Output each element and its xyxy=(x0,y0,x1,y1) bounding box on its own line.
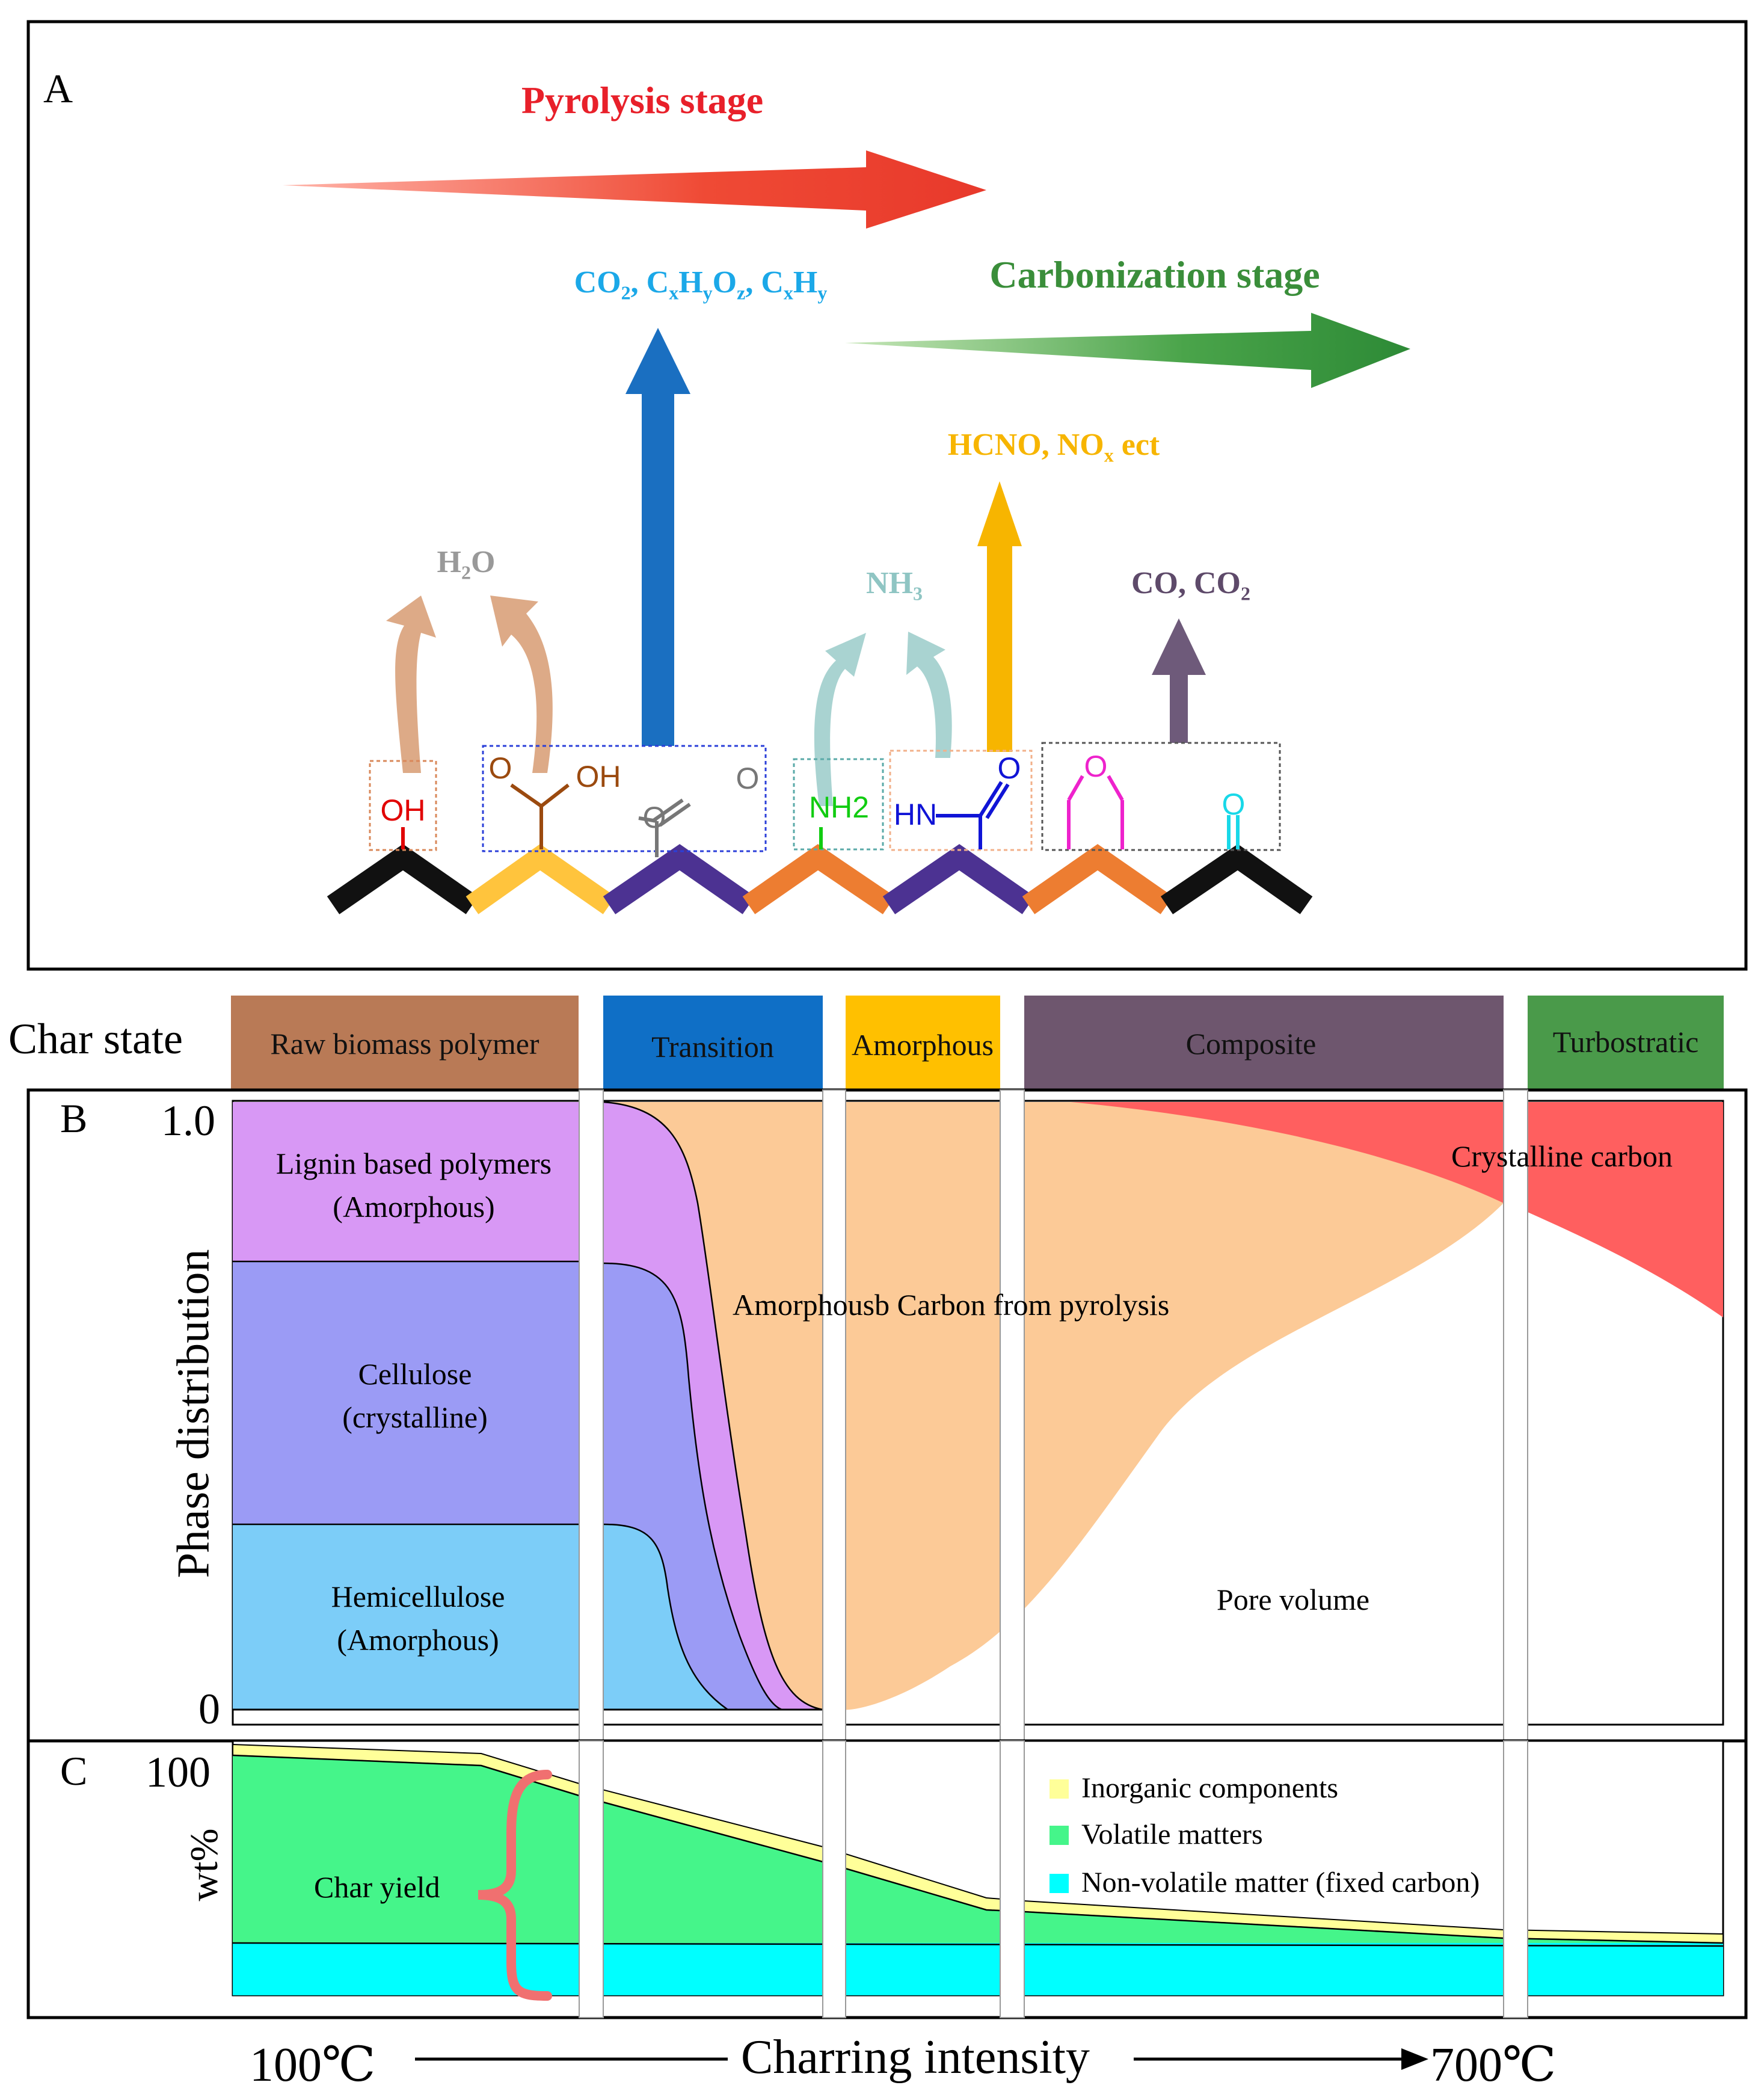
carboxyl-o: O xyxy=(488,751,512,785)
x-axis-start: 100℃ xyxy=(250,2039,376,2092)
legend-fixed-carbon-label: Non-volatile matter (fixed carbon) xyxy=(1081,1867,1480,1898)
crystalline-carbon-label: Crystalline carbon xyxy=(1451,1139,1673,1173)
legend-volatile-label: Volatile matters xyxy=(1081,1818,1263,1850)
crystalline-carbon-region-composite xyxy=(1071,1102,1504,1203)
pore-volume-label: Pore volume xyxy=(1216,1583,1370,1616)
amide-o: O xyxy=(997,751,1021,785)
stage-amorphous: Amorphous xyxy=(851,1028,994,1062)
fixed-carbon-layer xyxy=(233,1943,1723,1995)
panel-b-y-bottom: 0 xyxy=(198,1685,220,1733)
lignin-region xyxy=(233,1102,579,1261)
oh-group-box xyxy=(369,760,437,851)
nh3-arrow-left xyxy=(814,633,866,806)
stage-composite: Composite xyxy=(1185,1027,1317,1061)
char-yield-label: Char yield xyxy=(314,1870,440,1904)
legend-inorganic-label: Inorganic components xyxy=(1081,1772,1339,1804)
nh3-label: NH3 xyxy=(866,566,923,605)
hemicellulose-label: Hemicellulose(Amorphous) xyxy=(331,1580,505,1657)
legend-swatch-fixed-carbon xyxy=(1049,1874,1069,1893)
hemicellulose-transition-region xyxy=(603,1524,728,1710)
cellulose-label: Cellulose(crystalline) xyxy=(342,1357,488,1434)
x-axis-arrowhead xyxy=(1401,2048,1428,2070)
panel-c-y-top: 100 xyxy=(146,1748,211,1796)
lactone-o2: O xyxy=(736,762,760,795)
co2-cxhyoz-label: CO2, CxHyOz, CxHy xyxy=(574,265,828,304)
ketone-o: O xyxy=(1222,787,1246,821)
fixed-carbon-boundary xyxy=(232,1942,1724,1947)
panel-a-label: A xyxy=(43,66,73,111)
carboxyl-group-box xyxy=(482,745,767,852)
ether-ketone-group-box xyxy=(1041,742,1281,851)
panel-c-label: C xyxy=(60,1748,88,1794)
stage-box-turbostratic xyxy=(1528,996,1724,1090)
stage-box-transition xyxy=(603,996,823,1090)
amine-group-box xyxy=(793,758,884,851)
carboxyl-oh: OH xyxy=(576,760,621,793)
panel-b-ylabel: Phase distribution xyxy=(168,1249,219,1578)
pyrolysis-stage-arrow xyxy=(283,150,986,229)
oh-group: OH xyxy=(380,793,426,827)
segment-gaps-panel-b xyxy=(579,1089,1528,1741)
legend-swatch-volatile xyxy=(1049,1826,1069,1845)
polymer-backbone xyxy=(327,844,1313,914)
stage-box-raw-biomass xyxy=(231,996,579,1090)
co2-release-arrow xyxy=(625,328,690,746)
hemicellulose-region xyxy=(233,1524,579,1710)
x-axis-end: 700℃ xyxy=(1430,2039,1557,2092)
char-state-label: Char state xyxy=(8,1015,183,1063)
x-axis-label: Charring intensity xyxy=(741,2031,1090,2084)
amide-hn: HN xyxy=(893,798,938,831)
nh2-group: NH2 xyxy=(808,790,870,824)
nox-release-arrow xyxy=(977,481,1022,752)
stage-transition: Transition xyxy=(651,1030,774,1064)
segment-gaps-panel-c xyxy=(579,1740,1528,2018)
amorphous-carbon-label: Amorphousb Carbon from pyrolysis xyxy=(733,1288,1170,1322)
co-co2-label: CO, CO2 xyxy=(1131,566,1250,605)
carbonization-stage-title: Carbonization stage xyxy=(989,253,1320,296)
legend-swatch-inorganic xyxy=(1049,1779,1069,1799)
stage-turbostratic: Turbostratic xyxy=(1552,1025,1699,1059)
crystalline-carbon-region-turbostratic xyxy=(1528,1102,1723,1317)
char-yield-brace xyxy=(478,1770,552,2001)
amide-group-box xyxy=(889,750,1033,851)
lignin-label: Lignin based polymers(Amorphous) xyxy=(275,1147,552,1224)
transition-boundaries xyxy=(603,1101,823,1711)
h2o-arrow-right xyxy=(490,596,553,773)
stage-raw-biomass: Raw biomass polymer xyxy=(270,1027,539,1061)
h2o-arrow-left xyxy=(386,596,436,773)
panel-b-y-top: 1.0 xyxy=(161,1097,215,1145)
lactone-o1: O xyxy=(642,801,666,834)
cellulose-region xyxy=(233,1261,579,1524)
panel-b-label: B xyxy=(60,1095,88,1141)
h2o-label: H2O xyxy=(437,545,496,584)
functional-group-bonds xyxy=(401,775,1240,857)
hcno-nox-label: HCNO, NOx ect xyxy=(947,428,1160,466)
stage-box-amorphous xyxy=(846,996,1000,1090)
co-co2-release-arrow xyxy=(1152,618,1206,743)
carbonization-stage-arrow xyxy=(845,313,1410,388)
ether-o: O xyxy=(1084,750,1108,783)
pyrolysis-stage-title: Pyrolysis stage xyxy=(521,79,764,122)
nh3-arrow-right xyxy=(906,632,952,758)
volatile-boundary xyxy=(232,1754,1724,1944)
stage-box-composite xyxy=(1024,996,1504,1090)
panel-c-ylabel: wt% xyxy=(182,1828,226,1901)
